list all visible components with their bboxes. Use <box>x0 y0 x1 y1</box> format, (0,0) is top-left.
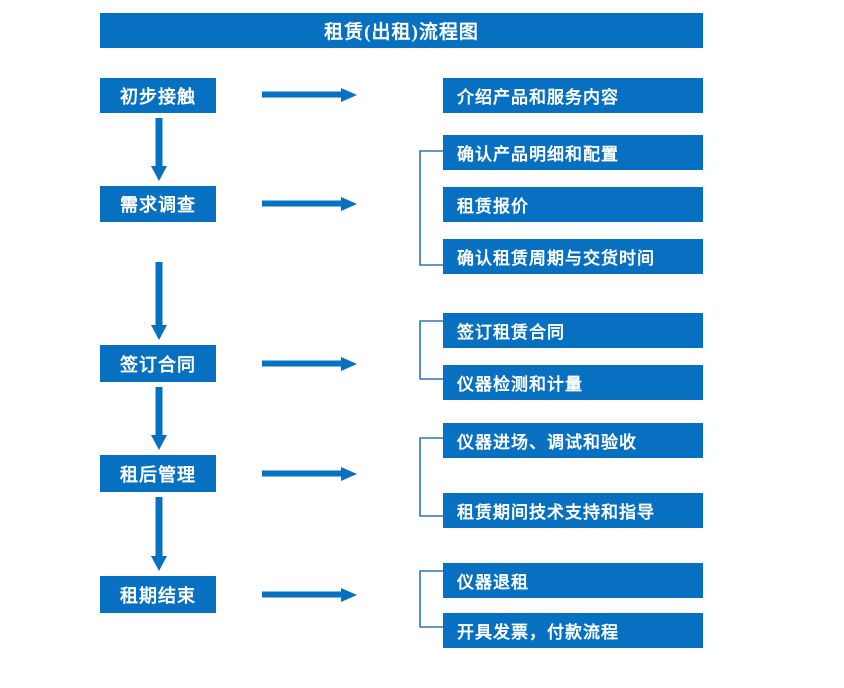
vertical-arrow-2 <box>148 262 170 341</box>
vertical-arrow-3 <box>148 387 170 451</box>
horizontal-arrow-4 <box>262 464 358 484</box>
stage-box-3[interactable]: 签订合同 <box>100 345 216 382</box>
diagram-title: 租赁(出租)流程图 <box>100 13 703 48</box>
group-bracket-2 <box>418 320 444 380</box>
detail-box-3[interactable]: 租赁报价 <box>443 187 703 222</box>
horizontal-arrow-3 <box>262 354 358 374</box>
horizontal-arrow-1 <box>262 85 358 105</box>
detail-box-4[interactable]: 确认租赁周期与交货时间 <box>443 239 703 274</box>
detail-box-6[interactable]: 仪器检测和计量 <box>443 365 703 400</box>
detail-box-7[interactable]: 仪器进场、调试和验收 <box>443 423 703 458</box>
group-bracket-4 <box>418 570 444 628</box>
vertical-arrow-4 <box>148 497 170 572</box>
horizontal-arrow-2 <box>262 194 358 214</box>
stage-box-4[interactable]: 租后管理 <box>100 455 216 492</box>
detail-box-8[interactable]: 租赁期间技术支持和指导 <box>443 493 703 528</box>
group-bracket-1 <box>418 150 444 266</box>
detail-box-1[interactable]: 介绍产品和服务内容 <box>443 78 703 113</box>
detail-box-5[interactable]: 签订租赁合同 <box>443 313 703 348</box>
detail-box-2[interactable]: 确认产品明细和配置 <box>443 135 703 170</box>
vertical-arrow-1 <box>148 118 170 182</box>
stage-box-2[interactable]: 需求调查 <box>100 186 216 222</box>
detail-box-9[interactable]: 仪器退租 <box>443 563 703 598</box>
stage-box-1[interactable]: 初步接触 <box>100 78 216 113</box>
horizontal-arrow-5 <box>262 585 358 605</box>
detail-box-10[interactable]: 开具发票，付款流程 <box>443 613 703 648</box>
stage-box-5[interactable]: 租期结束 <box>100 576 216 613</box>
group-bracket-3 <box>418 437 444 517</box>
